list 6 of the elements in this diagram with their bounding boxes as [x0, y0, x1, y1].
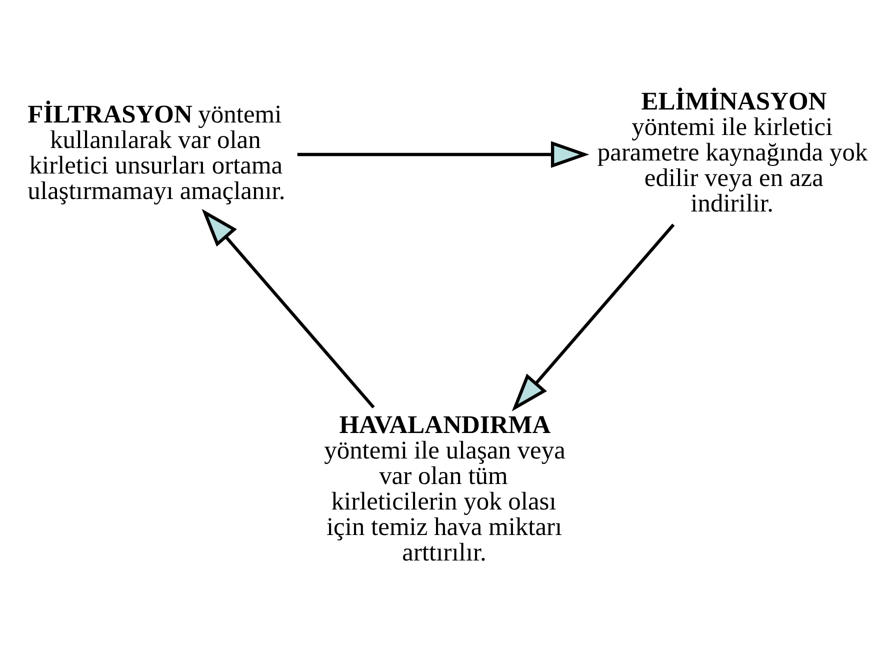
node-text: FİLTRASYON yöntemi kullanılarak var olan kirletici unsurları ortama ulaştırmamayı amaçlanır.	[28, 99, 286, 205]
arrow	[512, 224, 675, 412]
node-text: HAVALANDIRMA yöntemi ile ulaşan veya var olan tüm kirleticilerin yok olası için temiz hava miktarı arttırılır.	[324, 410, 566, 567]
node-text: ELİMİNASYON yöntemi ile kirletici parametre kaynağında yok edilir veya en aza indirilir.	[597, 86, 868, 218]
arrow	[202, 208, 375, 408]
arrow	[297, 141, 590, 168]
